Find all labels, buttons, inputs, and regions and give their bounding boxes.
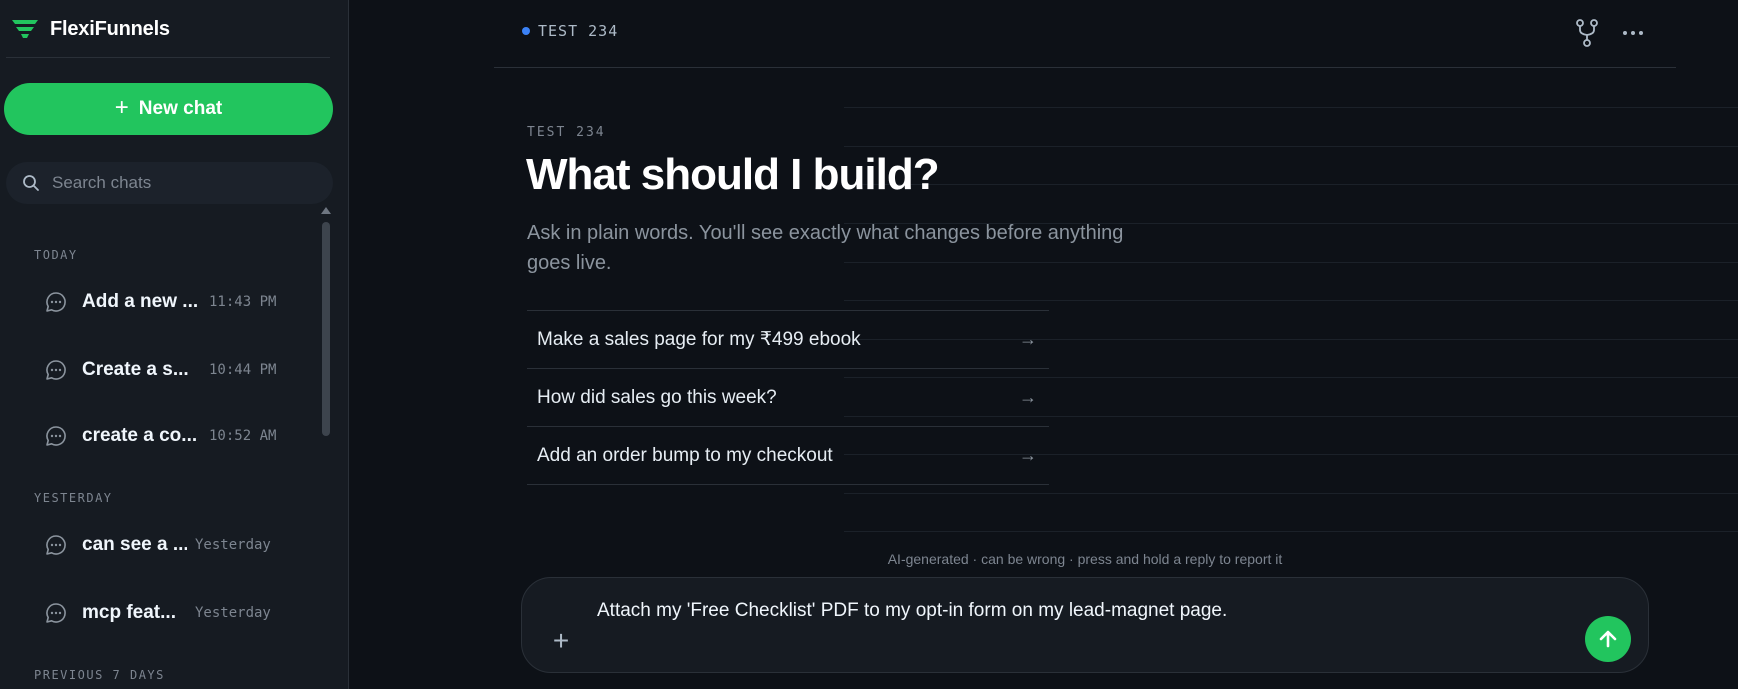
chat-time: Yesterday	[195, 605, 271, 621]
chat-bubble-icon	[46, 426, 66, 446]
scroll-up-arrow-icon[interactable]	[321, 207, 331, 214]
arrow-up-icon	[1599, 630, 1617, 648]
chat-bubble-icon	[46, 360, 66, 380]
chat-time: 11:43 PM	[209, 294, 277, 310]
chat-bubble-icon	[46, 292, 66, 312]
message-input[interactable]	[597, 600, 1557, 622]
more-icon	[1623, 31, 1627, 35]
brand-name: FlexiFunnels	[50, 17, 170, 40]
brand[interactable]: FlexiFunnels	[10, 14, 170, 44]
arrow-right-icon: →	[1019, 445, 1037, 465]
section-label-yesterday: YESTERDAY	[34, 491, 113, 505]
chat-title: create a co...	[82, 425, 198, 446]
search-box[interactable]	[6, 162, 333, 204]
ai-disclaimer: AI-generated · can be wrong · press and …	[887, 551, 1283, 567]
breadcrumb-label: TEST 234	[538, 22, 619, 40]
chat-bubble-icon	[46, 603, 66, 623]
send-button[interactable]	[1585, 616, 1631, 662]
more-options-button[interactable]	[1618, 18, 1648, 48]
arrow-right-icon: →	[1019, 387, 1037, 407]
search-input[interactable]	[52, 173, 312, 193]
hero-title: What should I build?	[526, 150, 940, 199]
chat-history-item[interactable]: mcp feat... Yesterday	[34, 591, 289, 635]
suggestion-item[interactable]: How did sales go this week? →	[527, 369, 1049, 427]
plus-icon: +	[114, 94, 129, 121]
divider	[6, 57, 330, 58]
breadcrumb[interactable]: TEST 234	[522, 22, 618, 40]
chat-title: Add a new ...	[82, 291, 199, 312]
suggestion-item[interactable]: Add an order bump to my checkout →	[527, 427, 1049, 485]
chat-time: Yesterday	[195, 537, 271, 553]
sidebar: FlexiFunnels + New chat TODAY Add a new …	[0, 0, 349, 689]
sidebar-scrollbar-thumb[interactable]	[322, 222, 330, 436]
chat-title: can see a ...	[82, 534, 187, 555]
section-label-today: TODAY	[34, 248, 78, 262]
top-bar: TEST 234	[494, 0, 1676, 68]
message-composer: +	[521, 577, 1649, 673]
chat-bubble-icon	[46, 535, 66, 555]
hero-subtitle: Ask in plain words. You'll see exactly w…	[527, 222, 1124, 274]
arrow-right-icon: →	[1019, 329, 1037, 349]
chat-title: mcp feat...	[82, 602, 176, 623]
suggestion-list: Make a sales page for my ₹499 ebook → Ho…	[527, 310, 1049, 485]
chat-history-item[interactable]: Create a s... 10:44 PM	[34, 348, 289, 392]
suggestion-label: Make a sales page for my ₹499 ebook	[537, 329, 861, 350]
flexifunnels-logo-icon	[12, 20, 38, 38]
new-chat-button[interactable]: + New chat	[4, 83, 333, 135]
search-icon	[23, 175, 39, 191]
section-label-previous-7-days: PREVIOUS 7 DAYS	[34, 668, 165, 682]
chat-history-item[interactable]: create a co... 10:52 AM	[34, 414, 289, 458]
chat-time: 10:44 PM	[209, 362, 277, 378]
branch-icon[interactable]	[1574, 18, 1600, 48]
suggestion-label: Add an order bump to my checkout	[537, 444, 833, 466]
status-dot	[522, 27, 530, 35]
chat-time: 10:52 AM	[209, 428, 277, 444]
suggestion-label: How did sales go this week?	[537, 386, 777, 408]
chat-history-item[interactable]: can see a ... Yesterday	[34, 523, 289, 567]
new-chat-label: New chat	[138, 98, 223, 119]
chat-history-item[interactable]: Add a new ... 11:43 PM	[34, 280, 289, 324]
chat-title: Create a s...	[82, 359, 189, 380]
suggestion-item[interactable]: Make a sales page for my ₹499 ebook →	[527, 311, 1049, 369]
hero-eyebrow: TEST 234	[527, 125, 606, 140]
attach-plus-icon[interactable]: +	[552, 625, 570, 656]
